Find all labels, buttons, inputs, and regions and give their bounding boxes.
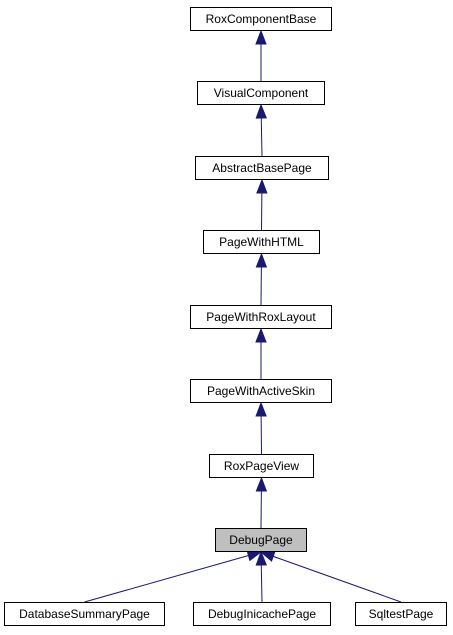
class-node-roxcomponentbase[interactable]: RoxComponentBase — [190, 7, 332, 31]
inheritance-arrowhead-icon — [255, 103, 267, 119]
inheritance-edge-line — [260, 564, 263, 603]
class-node-databasesummarypage[interactable]: DatabaseSummaryPage — [4, 602, 165, 626]
class-node-pagewithroxlayout[interactable]: PageWithRoxLayout — [190, 305, 332, 329]
class-node-roxpageview[interactable]: RoxPageView — [209, 454, 314, 478]
class-node-debuginicachepage[interactable]: DebugInicachePage — [193, 602, 331, 626]
inheritance-arrowhead-icon — [255, 29, 267, 45]
inheritance-edge-line — [273, 555, 402, 603]
inheritance-edge-line — [260, 117, 263, 157]
class-node-abstractbasepage[interactable]: AbstractBasePage — [195, 156, 329, 180]
inheritance-arrowhead-icon — [256, 178, 268, 194]
class-node-sqltestpage[interactable]: SqltestPage — [355, 602, 447, 626]
class-node-debugpage-current: DebugPage — [215, 528, 307, 552]
inheritance-arrowhead-icon — [255, 550, 267, 566]
class-node-pagewithactiveskin[interactable]: PageWithActiveSkin — [190, 379, 332, 403]
inheritance-arrowhead-icon — [255, 252, 268, 268]
class-node-visualcomponent[interactable]: VisualComponent — [197, 81, 325, 105]
inheritance-arrowhead-icon — [255, 476, 268, 492]
inheritance-arrowhead-icon — [255, 401, 267, 417]
class-node-pagewithhtml[interactable]: PageWithHTML — [203, 230, 320, 254]
inheritance-arrowhead-icon — [255, 327, 267, 343]
inheritance-edge-line — [84, 555, 249, 603]
